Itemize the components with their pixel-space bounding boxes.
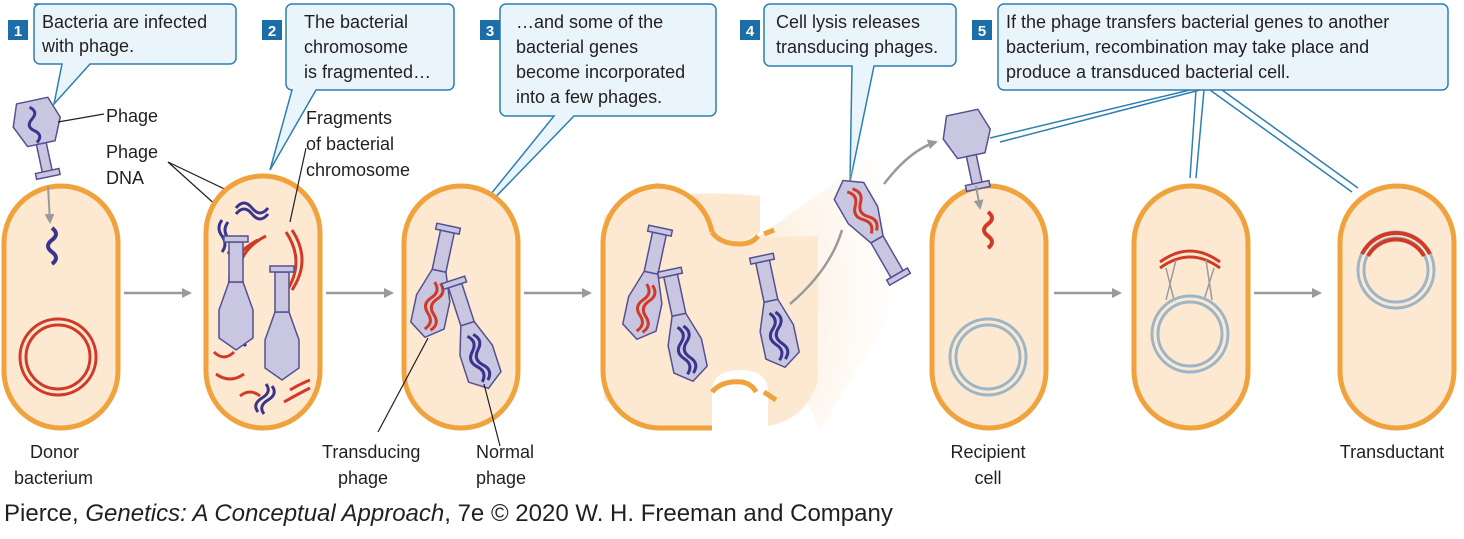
step-badge-1 (8, 20, 28, 40)
step-number: 3 (486, 23, 494, 40)
callout-line: bacterial genes (516, 37, 638, 57)
recipient-label: Recipient (950, 442, 1025, 462)
transductant-cell (1337, 183, 1457, 431)
callout-line: If the phage transfers bacterial genes t… (1006, 12, 1389, 32)
callout-step-4: 4 Cell lysis releases transducing phages… (740, 3, 957, 183)
step-badge-2 (262, 20, 282, 40)
released-transducing-phage-icon (827, 171, 916, 289)
donor-label: bacterium (14, 468, 93, 488)
callout-step-1: 1 Bacteria are infected with phage. (8, 3, 237, 107)
fragments-label: of bacterial (306, 134, 394, 154)
callout-step-2: 2 The bacterial chromosome is fragmented… (262, 3, 455, 171)
fragments-label: Fragments (306, 108, 392, 128)
fragments-label: chromosome (306, 160, 410, 180)
injected-phage-dna (46, 226, 58, 266)
donor-label: Donor (30, 442, 79, 462)
step-badge-3 (480, 20, 500, 40)
callout-line: Bacteria are infected (42, 12, 207, 32)
phage-dna-label: DNA (106, 168, 144, 188)
infecting-phage-icon (7, 94, 73, 183)
credit-book-title: Genetics: A Conceptual Approach (85, 500, 445, 527)
step-badge-5 (972, 20, 992, 40)
recombining-cell (1131, 183, 1251, 431)
callout-line: Cell lysis releases (776, 12, 920, 32)
transducing-label: phage (338, 468, 388, 488)
step-number: 1 (14, 23, 22, 40)
callout-line: The bacterial (304, 12, 408, 32)
step-badge-4 (740, 20, 760, 40)
callout-step-3: 3 …and some of the bacterial genes becom… (451, 3, 717, 243)
callout-line: chromosome (304, 37, 408, 57)
callout-line: into a few phages. (516, 87, 662, 107)
donor-bacterium-cell (1, 183, 121, 431)
callout-line: …and some of the (516, 12, 663, 32)
normal-label: Normal (476, 442, 534, 462)
figure-credit: Pierce, Genetics: A Conceptual Approach,… (4, 500, 893, 528)
callout-line: with phage. (41, 36, 134, 56)
callout-line: become incorporated (516, 62, 685, 82)
credit-author: Pierce, (4, 500, 86, 527)
phage-label: Phage (106, 106, 158, 126)
assembly-cell (401, 183, 521, 431)
recipient-label: cell (974, 468, 1001, 488)
callout-line: produce a transduced bacterial cell. (1006, 62, 1290, 82)
step-number: 5 (978, 23, 986, 40)
step-number: 4 (746, 23, 755, 40)
normal-label: phage (476, 468, 526, 488)
step-number: 2 (268, 23, 276, 40)
callout-line: is fragmented… (304, 62, 431, 82)
credit-rest: , 7e © 2020 W. H. Freeman and Company (444, 500, 893, 527)
recipient-cell (929, 183, 1049, 431)
callout-line: bacterium, recombination may take place … (1006, 37, 1369, 57)
transductant-label: Transductant (1340, 442, 1444, 462)
callout-line: transducing phages. (776, 37, 938, 57)
callout-step-5: 5 If the phage transfers bacterial genes… (972, 3, 1449, 193)
transducing-label: Transducing (322, 442, 420, 462)
fragmenting-cell (203, 173, 323, 431)
bacterial-chromosome (18, 317, 98, 397)
injecting-phage-icon (937, 106, 1003, 195)
phage-dna-label: Phage (106, 142, 158, 162)
